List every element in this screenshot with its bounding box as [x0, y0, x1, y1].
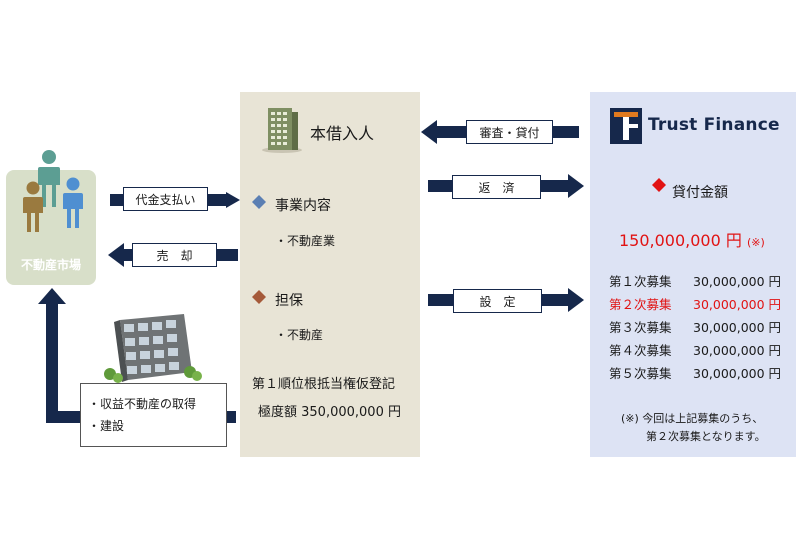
- sale-label: 売却: [132, 243, 217, 267]
- activities-box: [80, 383, 227, 447]
- loan-heading: 貸付金額: [672, 185, 728, 201]
- round-label: 第４次募集: [609, 343, 672, 358]
- loan-total: 150,000,000 円 (※): [619, 227, 765, 251]
- footnote-line-2: 第２次募集となります。: [646, 430, 766, 443]
- collateral-heading: 担保: [275, 293, 303, 309]
- round-label: 第３次募集: [609, 320, 672, 335]
- blue-diamond-icon: [252, 195, 266, 209]
- collateral-item: ・不動産: [275, 328, 324, 342]
- repayment-label: 返済: [452, 175, 541, 199]
- business-heading: 事業内容: [275, 198, 331, 214]
- round-label: 第５次募集: [609, 366, 672, 381]
- round-amount: 30,000,000 円: [693, 366, 782, 381]
- office-building-icon: [262, 108, 302, 153]
- borrower-panel: [240, 92, 420, 457]
- round-amount: 30,000,000 円: [693, 297, 782, 312]
- market-box: [6, 170, 96, 285]
- red-diamond-icon: [652, 178, 666, 192]
- people-icon: [23, 150, 83, 232]
- round-amount: 30,000,000 円: [693, 274, 782, 289]
- setting-label: 設定: [453, 289, 542, 313]
- activity-item-construction: ・建設: [88, 419, 125, 433]
- lender-name: Trust Finance: [648, 115, 780, 135]
- screening-loan-label: 審査・貸付: [466, 120, 553, 144]
- trust-finance-logo: [610, 108, 642, 144]
- apartment-building-icon: [104, 314, 202, 383]
- registration-line-1: 第１順位根抵当権仮登記: [252, 377, 396, 392]
- loan-total-note: (※): [746, 236, 765, 249]
- borrower-title: 本借入人: [310, 124, 375, 143]
- registration-line-2: 極度額 350,000,000 円: [258, 405, 401, 420]
- activity-item-acquisition: ・収益不動産の取得: [88, 397, 197, 411]
- round-amount: 30,000,000 円: [693, 343, 782, 358]
- footnote-line-1: (※) 今回は上記募集のうち、: [621, 412, 764, 425]
- round-label: 第１次募集: [609, 274, 672, 289]
- brown-diamond-icon: [252, 290, 266, 304]
- lender-panel: [590, 92, 796, 457]
- round-amount: 30,000,000 円: [693, 320, 782, 335]
- payment-label: 代金支払い: [123, 187, 208, 211]
- loan-total-amount: 150,000,000 円: [619, 231, 742, 250]
- business-item: ・不動産業: [275, 234, 336, 248]
- round-label: 第２次募集: [609, 297, 672, 312]
- market-label: 不動産市場: [20, 258, 81, 272]
